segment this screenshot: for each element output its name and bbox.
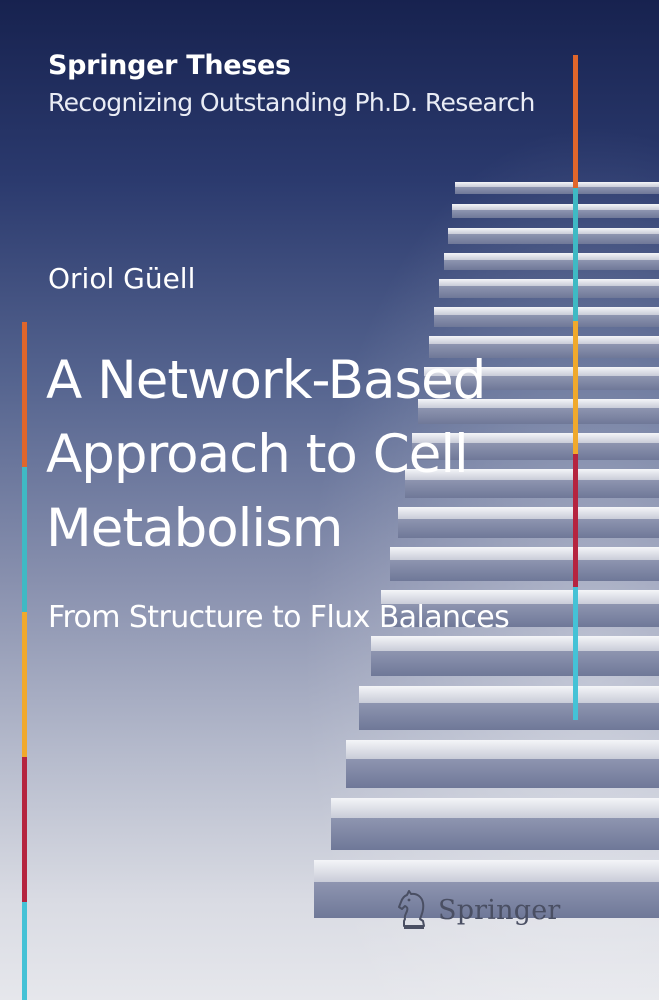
stair-step (314, 860, 659, 918)
book-title-line: Approach to Cell (46, 424, 469, 485)
right-bar-red (573, 454, 578, 587)
stair-step (371, 636, 659, 676)
knight-chess-piece-icon (398, 890, 425, 929)
stair-step (381, 590, 659, 627)
stair-step (398, 507, 659, 538)
stair-step (444, 253, 659, 270)
stair-step (331, 798, 659, 850)
series-title: Springer Theses (48, 50, 291, 81)
series-subtitle: Recognizing Outstanding Ph.D. Research (48, 88, 535, 117)
stair-step (359, 686, 659, 730)
stair-step (455, 182, 659, 194)
left-bar-teal (22, 467, 27, 612)
left-bar-orange (22, 322, 27, 467)
left-bar-red (22, 757, 27, 902)
publisher-logo: Springer (396, 890, 560, 930)
right-bar-orange (573, 55, 578, 188)
left-bar-cyan (22, 902, 27, 1000)
left-bar-yellow (22, 612, 27, 757)
book-title-line: Metabolism (46, 498, 343, 559)
stair-step (412, 433, 659, 460)
stair-step (405, 469, 659, 498)
stair-step (434, 307, 659, 327)
stair-step (429, 336, 659, 358)
right-bar-teal (573, 188, 578, 321)
book-title: A Network-Based Approach to Cell Metabol… (46, 344, 566, 566)
right-bar-yellow (573, 321, 578, 454)
stair-step (418, 399, 659, 424)
book-title-line: A Network-Based (46, 350, 486, 411)
author-name: Oriol Güell (48, 262, 196, 295)
stair-step (424, 367, 659, 390)
right-bar-cyan (573, 587, 578, 720)
publisher-name: Springer (438, 894, 561, 926)
stair-step (346, 740, 659, 788)
stair-step (390, 547, 659, 581)
stair-step (448, 228, 659, 244)
stair-step (439, 279, 659, 298)
book-subtitle: From Structure to Flux Balances (48, 600, 510, 635)
stair-step (452, 204, 659, 218)
